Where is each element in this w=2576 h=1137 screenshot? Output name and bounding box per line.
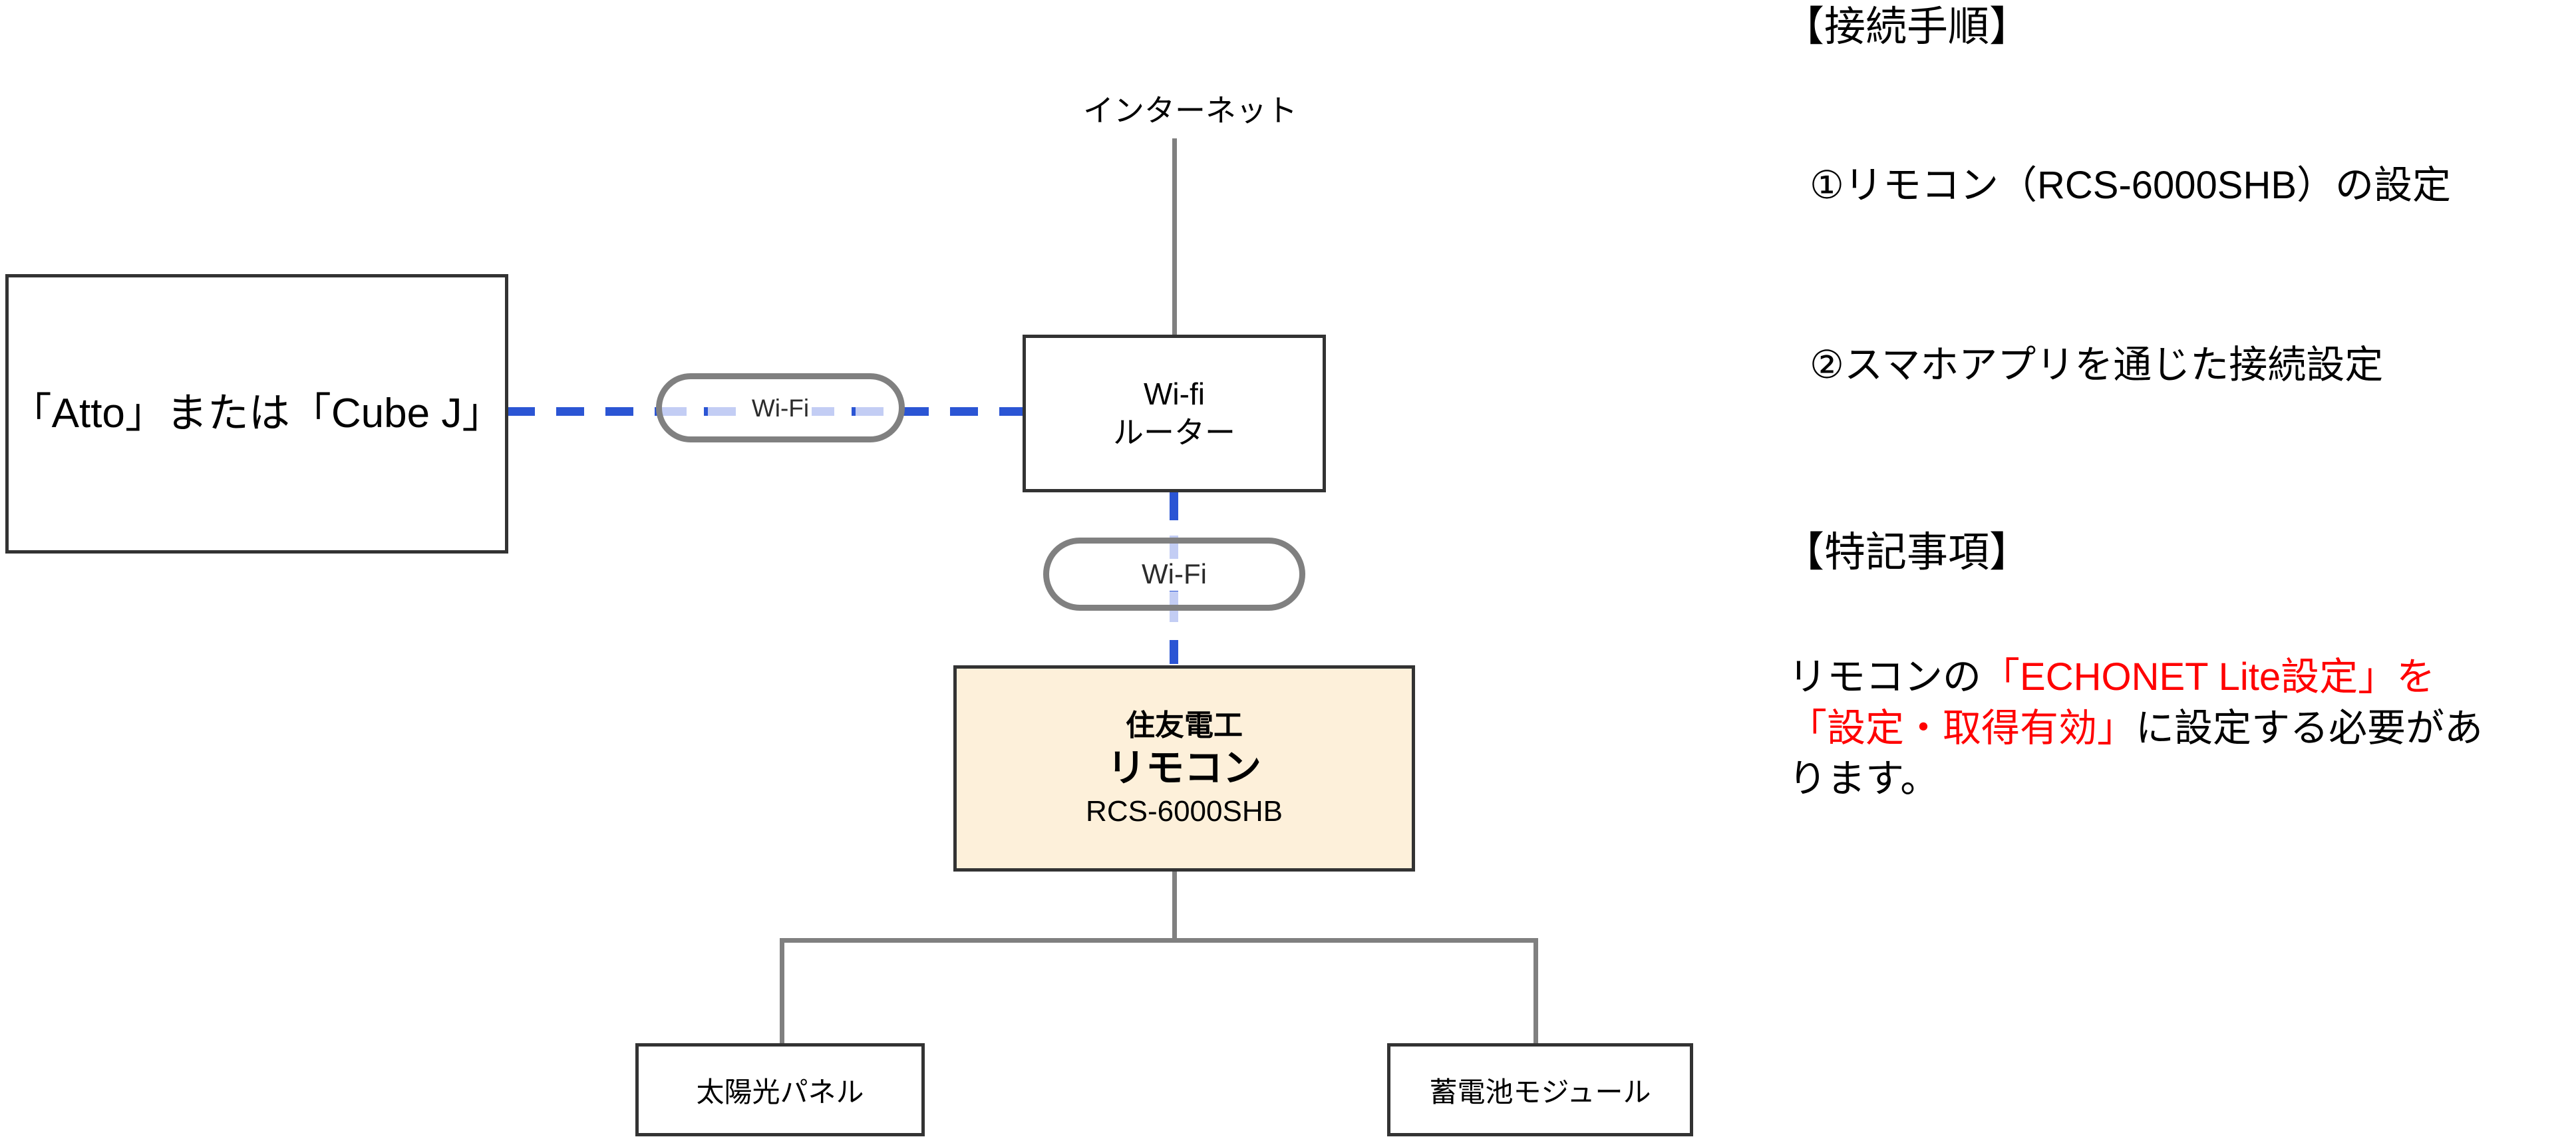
procedure-heading: 【接続手順】 xyxy=(1783,4,2031,50)
wifi-router-box-line2: ルーター xyxy=(1113,414,1235,450)
solar-panel-label: 太陽光パネル xyxy=(696,1076,864,1108)
note-part-1: リモコンの xyxy=(1788,655,1982,699)
wifi-link-badge-vertical-label: Wi-Fi xyxy=(1135,559,1213,589)
remote-controller-box[interactable]: 住友電工 リモコン RCS-6000SHB xyxy=(953,665,1415,872)
notes-heading: 【特記事項】 xyxy=(1783,530,2031,575)
device-box-label: 「Atto」または「Cube J」 xyxy=(10,390,504,436)
solar-panel-box[interactable]: 太陽光パネル xyxy=(635,1043,925,1136)
procedure-step-2: ②スマホアプリを通じた接続設定 xyxy=(1810,343,2384,387)
remote-controller-title: リモコン xyxy=(1106,746,1261,790)
children-branch-bar xyxy=(780,938,1538,943)
note-part-3: に設定する必要があります。 xyxy=(1788,706,2484,801)
note-paragraph: リモコンの「ECHONET Lite設定」を「設定・取得有効」に設定する必要があ… xyxy=(1788,652,2494,805)
remote-controller-maker: 住友電工 xyxy=(1126,709,1243,742)
wifi-link-badge-horizontal-label: Wi-Fi xyxy=(748,395,812,420)
branch-left-drop xyxy=(780,938,784,1046)
remote-controller-model: RCS-6000SHB xyxy=(1086,795,1283,828)
wifi-router-box[interactable]: Wi-fi ルーター xyxy=(1023,335,1326,492)
procedure-step-1: ①リモコン（RCS-6000SHB）の設定 xyxy=(1810,164,2452,207)
battery-module-label: 蓄電池モジュール xyxy=(1429,1076,1651,1108)
wifi-link-badge-horizontal[interactable]: Wi-Fi xyxy=(656,373,905,442)
info-panel: 【接続手順】 ①リモコン（RCS-6000SHB）の設定 ②スマホアプリを通じた… xyxy=(1783,0,2576,1137)
remote-to-children-stem xyxy=(1172,870,1177,943)
wifi-router-box-line1: Wi-fi xyxy=(1144,377,1205,411)
branch-right-drop xyxy=(1533,938,1538,1046)
battery-module-box[interactable]: 蓄電池モジュール xyxy=(1387,1043,1693,1136)
note-part-2-highlight: 「ECHONET Lite設定」を「設定・取得有効」 xyxy=(1788,655,2436,750)
device-box[interactable]: 「Atto」または「Cube J」 xyxy=(5,274,508,554)
internet-label: インターネット xyxy=(1083,93,1297,128)
internet-to-router-connector xyxy=(1172,138,1177,338)
wifi-link-badge-vertical[interactable]: Wi-Fi xyxy=(1043,538,1305,611)
